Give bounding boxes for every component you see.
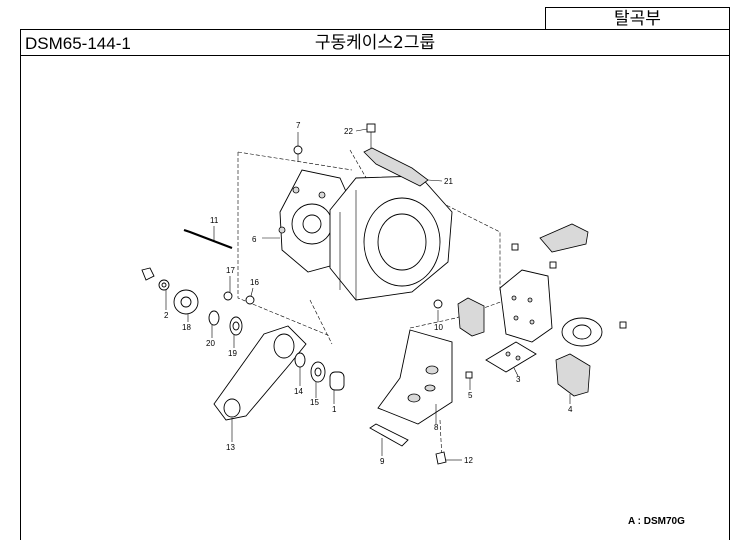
part-number: 22 [344,127,353,136]
part-number: 7 [296,121,301,130]
part-number: 14 [294,387,303,396]
small-nut [433,299,443,309]
wing-bolt [293,145,303,162]
bolt [366,123,376,148]
part-number: 6 [252,235,257,244]
group-title: 구동케이스2그룹 [314,33,436,53]
pin-bar [369,423,409,447]
leader-lines [165,128,571,461]
part-number: 17 [226,266,235,275]
hardware-nut [141,267,170,291]
part-number: 9 [380,457,385,466]
part-number: 4 [568,405,573,414]
part-number: 3 [516,375,521,384]
part-number: 1 [332,405,337,414]
title-bar: DSM65-144-1 구동케이스2그룹 [20,29,730,56]
square-plate [485,341,537,373]
part-number: 12 [464,456,473,465]
part-number: 15 [310,398,319,407]
model-note: A : DSM70G [628,516,685,527]
sprocket [173,289,199,315]
screws [465,243,627,379]
assembly-guide [435,199,501,292]
drive-case-housing [329,175,453,301]
part-number: 10 [434,323,443,332]
chain-case-arm [213,325,307,421]
part-number: 21 [444,177,453,186]
bottom-cover [377,329,453,425]
support-plate [499,269,553,343]
flange-bolt [435,451,447,465]
part-number: 20 [206,339,215,348]
part-number: 8 [434,423,439,432]
part-number: 19 [228,349,237,358]
part-number: 5 [468,391,473,400]
bearing-set [294,352,345,391]
long-pin [183,228,233,250]
part-number: 2 [164,311,169,320]
assembly-guide [309,299,333,345]
part-number: 13 [226,443,235,452]
clamp-plates [457,297,485,337]
assembly-guide [237,152,331,337]
tooth-plate [539,223,589,253]
assembly-guide [409,299,507,329]
part-number: 16 [250,278,259,287]
assembly-guide [237,151,353,171]
part-group-code: DSM65-144-1 [25,34,131,53]
section-label: 탈곡부 [545,7,730,29]
shaft-assembly [561,317,603,347]
part-number: 11 [210,216,219,225]
part-number: 18 [182,323,191,332]
diagram-frame [20,55,730,540]
side-bracket [555,353,591,397]
washers [208,291,255,336]
